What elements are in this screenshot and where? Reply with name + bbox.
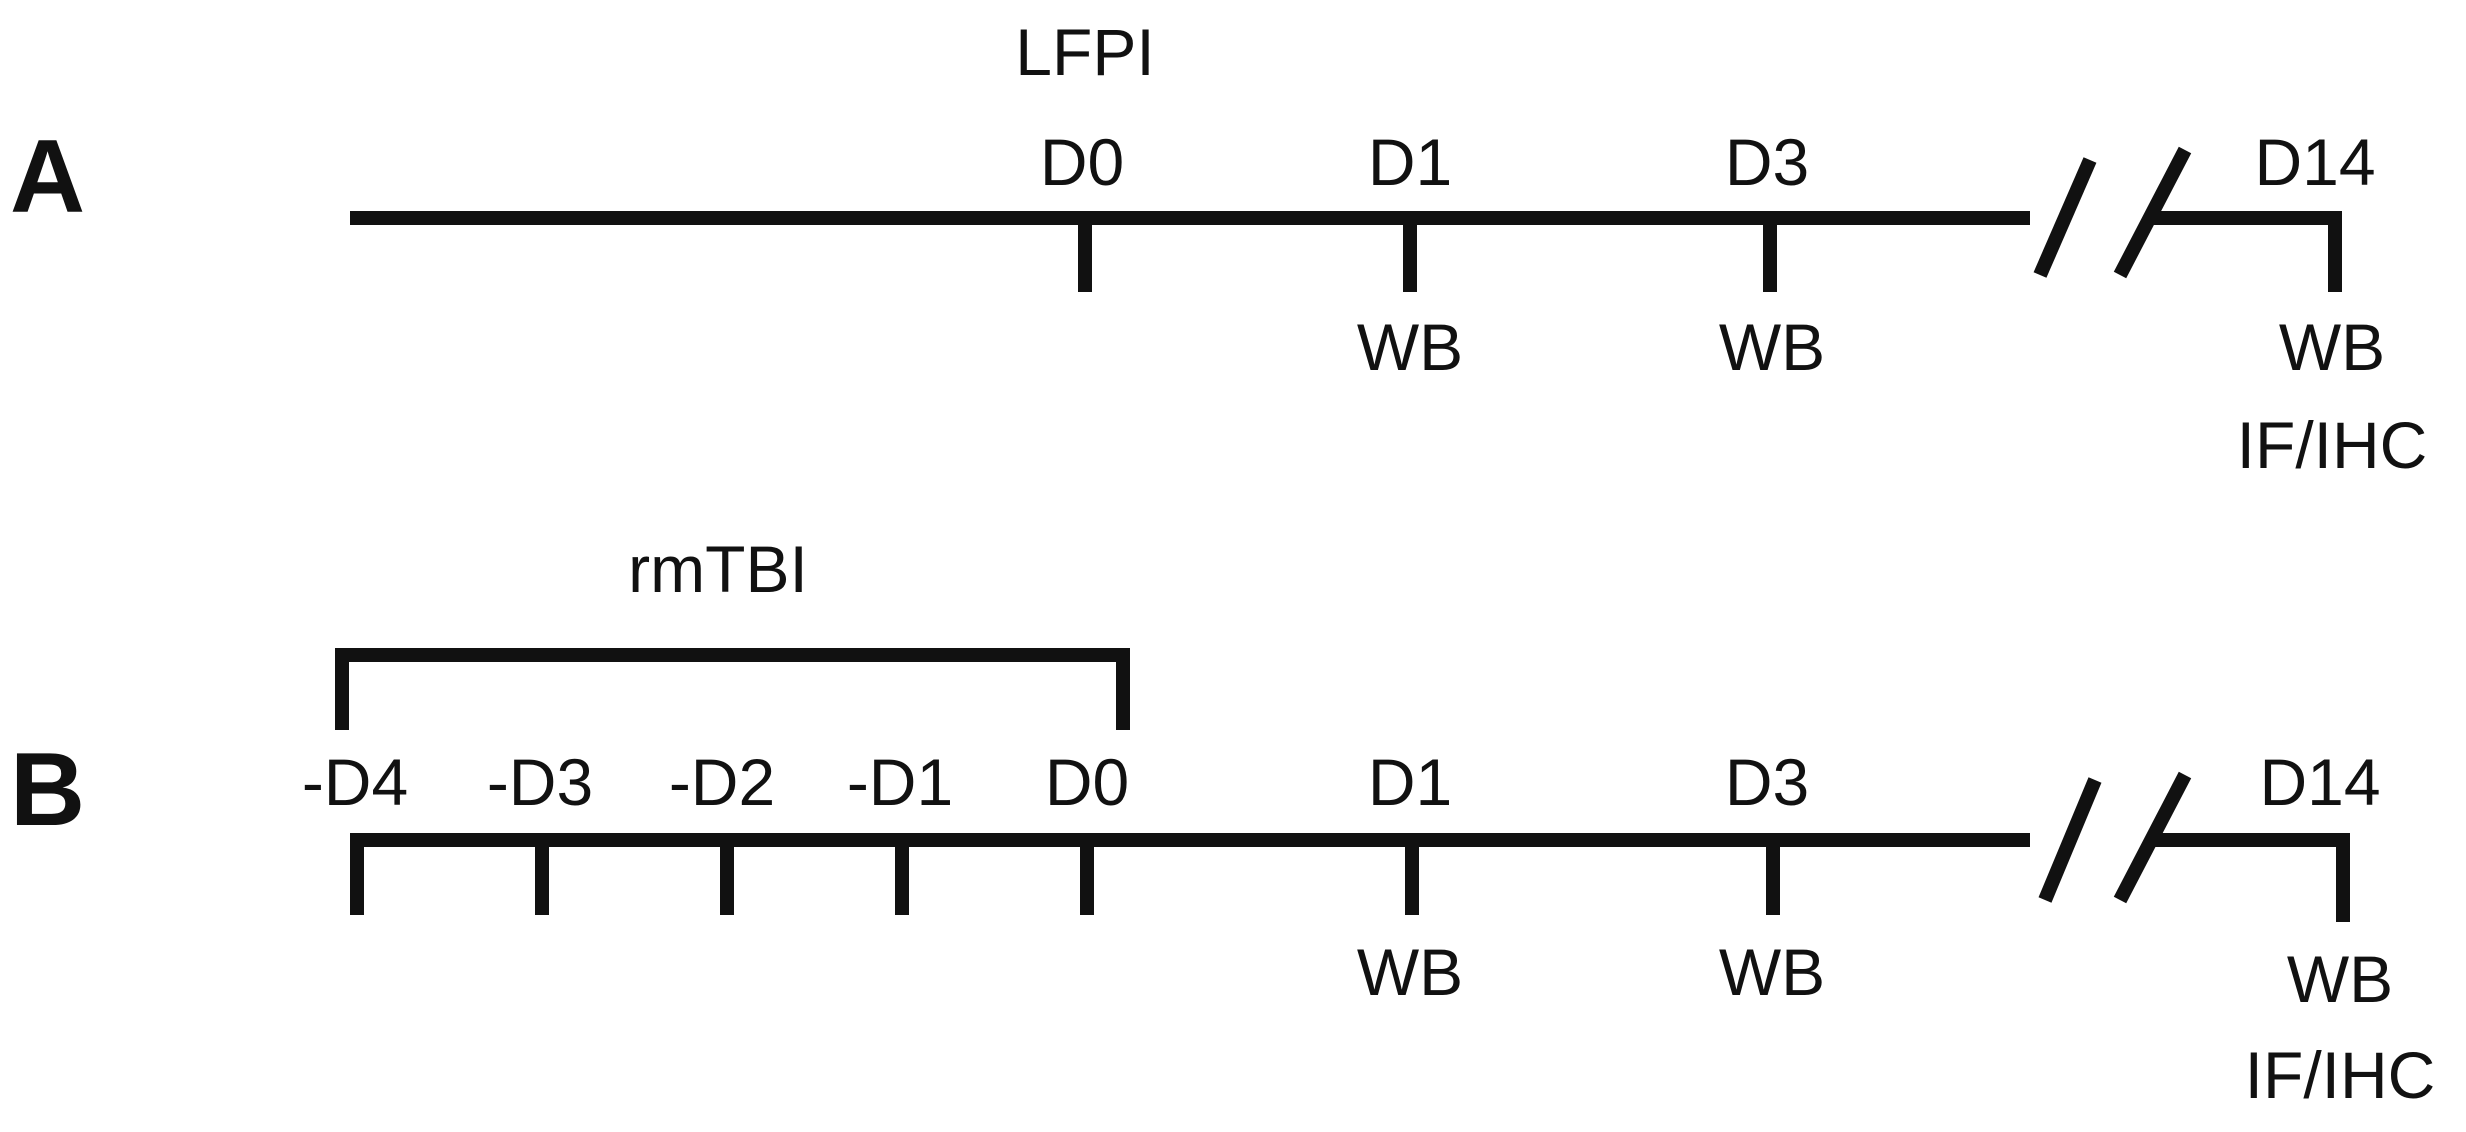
panel-b-day-label: D0 xyxy=(1045,745,1129,819)
panel-a-assay-label: WB xyxy=(1357,310,1463,384)
panel-b-day-label: -D3 xyxy=(487,745,593,819)
panel-b-day-label: D3 xyxy=(1725,745,1809,819)
panel-a-day-label: D14 xyxy=(2254,125,2375,199)
panel-b-day-label: -D1 xyxy=(847,745,953,819)
panel-a-day-label: D3 xyxy=(1725,125,1809,199)
panel-a-break-slash-1 xyxy=(2033,157,2097,278)
panel-a-assay-label: WB xyxy=(1719,310,1825,384)
panel-b-event-label: rmTBI xyxy=(628,532,808,606)
panel-b-assay-label: IF/IHC xyxy=(2245,1038,2436,1112)
panel-a-label: A xyxy=(10,119,85,235)
panel-b-day-label: -D2 xyxy=(669,745,775,819)
panel-a-assay-label: IF/IHC xyxy=(2237,408,2428,482)
panel-b-assay-label: WB xyxy=(1357,935,1463,1009)
panel-a: A LFPI D0 D1 D3 D14 WB WB WB IF/IHC xyxy=(10,15,2427,482)
panel-b: B rmTBI -D4 -D3 -D2 -D1 D0 D1 D3 D14 WB xyxy=(10,532,2435,1112)
panel-b-day-label: D14 xyxy=(2259,745,2380,819)
panel-b-label: B xyxy=(10,732,85,848)
panel-a-assay-label: WB xyxy=(2279,310,2385,384)
panel-a-day-label: D0 xyxy=(1040,125,1124,199)
panel-b-assay-label: WB xyxy=(2287,942,2393,1016)
panel-b-day-label: D1 xyxy=(1368,745,1452,819)
panel-a-day-label: D1 xyxy=(1368,125,1452,199)
panel-b-assay-label: WB xyxy=(1719,935,1825,1009)
panel-b-day-label: -D4 xyxy=(302,745,408,819)
panel-b-break-slash-1 xyxy=(2038,777,2102,903)
panel-a-event-label: LFPI xyxy=(1015,15,1154,89)
